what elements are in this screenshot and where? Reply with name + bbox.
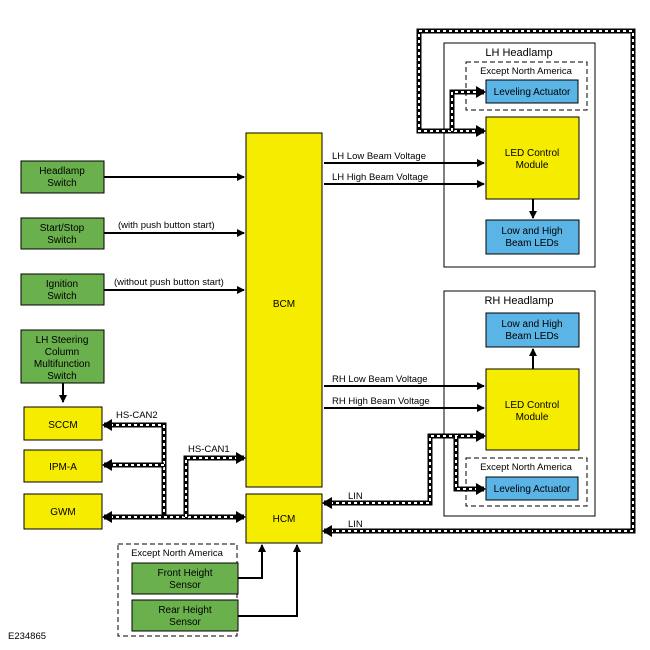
- push-button-label: (with push button start): [118, 220, 215, 231]
- lh-low-beam-label: LH Low Beam Voltage: [332, 151, 426, 162]
- lh-high-beam-label: LH High Beam Voltage: [332, 172, 428, 183]
- bus-lines: [104, 28, 636, 534]
- front-sensor-line1: Front Height: [157, 568, 212, 579]
- lh-region-frame: [465, 61, 588, 111]
- lin-rh-label: LIN: [348, 491, 363, 502]
- bcm-label: BCM: [273, 299, 295, 310]
- rear-sensor-line1: Rear Height: [158, 605, 212, 616]
- hcm-module: HCM: [245, 493, 323, 544]
- steering-column-switch: LH Steering Column Multifunction Switch: [20, 329, 105, 384]
- rh-control-line1: LED Control: [505, 400, 559, 411]
- gwm-module: GWM: [23, 493, 103, 530]
- lh-leveling-actuator: Leveling Actuator: [485, 79, 579, 104]
- rh-high-beam-label: RH High Beam Voltage: [332, 396, 430, 407]
- lin-lh-label: LIN: [348, 519, 363, 530]
- lh-headlamp-title: LH Headlamp: [485, 47, 552, 59]
- rh-beam-leds: Low and High Beam LEDs: [485, 312, 580, 348]
- lh-leds-line1: Low and High: [501, 226, 562, 237]
- rh-leveling-actuator: Leveling Actuator: [485, 476, 579, 501]
- bus-arrowheads: [102, 86, 486, 537]
- steering-switch-line3: Multifunction: [34, 359, 90, 370]
- lh-headlamp-frame: [443, 42, 596, 268]
- bcm-module: BCM: [245, 132, 323, 488]
- gwm-label: GWM: [50, 507, 76, 518]
- rh-control-line2: Module: [516, 412, 549, 423]
- steering-switch-line2: Column: [45, 347, 79, 358]
- sccm-module: SCCM: [23, 406, 103, 441]
- lh-leds-line2: Beam LEDs: [505, 238, 558, 249]
- ignition-switch-line1: Ignition: [46, 279, 78, 290]
- front-height-sensor: Front Height Sensor: [131, 562, 239, 595]
- ignition-switch: Ignition Switch: [20, 273, 105, 306]
- start-stop-switch: Start/Stop Switch: [20, 217, 105, 250]
- ipma-label: IPM-A: [49, 462, 77, 473]
- hs-can2-label: HS-CAN2: [116, 410, 158, 421]
- rh-led-control-module: LED Control Module: [485, 368, 580, 451]
- rh-low-beam-label: RH Low Beam Voltage: [332, 374, 428, 385]
- no-push-button-label: (without push button start): [114, 277, 224, 288]
- rh-leds-line1: Low and High: [501, 319, 562, 330]
- hs-can1-label: HS-CAN1: [188, 444, 230, 455]
- rh-region-frame: [465, 457, 588, 507]
- headlamp-switch-line2: Switch: [47, 178, 76, 189]
- wires: [59, 159, 537, 617]
- sensors-region-label: Except North America: [131, 548, 224, 559]
- sccm-label: SCCM: [48, 420, 77, 431]
- steering-switch-line1: LH Steering: [36, 335, 89, 346]
- lh-actuator-label: Leveling Actuator: [494, 87, 571, 98]
- rh-region-label: Except North America: [480, 462, 573, 473]
- rh-headlamp-frame: [443, 290, 596, 517]
- lh-region-label: Except North America: [480, 66, 573, 77]
- rh-headlamp-title: RH Headlamp: [484, 295, 553, 307]
- front-sensor-line2: Sensor: [169, 580, 201, 591]
- steering-switch-line4: Switch: [47, 371, 76, 382]
- headlamp-switch-line1: Headlamp: [39, 166, 85, 177]
- rh-leds-line2: Beam LEDs: [505, 331, 558, 342]
- rear-sensor-line2: Sensor: [169, 617, 201, 628]
- start-stop-switch-line1: Start/Stop: [40, 223, 85, 234]
- lh-control-line2: Module: [516, 160, 549, 171]
- rear-height-sensor: Rear Height Sensor: [131, 599, 239, 632]
- lh-beam-leds: Low and High Beam LEDs: [485, 219, 580, 255]
- start-stop-switch-line2: Switch: [47, 235, 76, 246]
- ipma-module: IPM-A: [23, 449, 103, 483]
- ignition-switch-line2: Switch: [47, 291, 76, 302]
- lh-control-line1: LED Control: [505, 148, 559, 159]
- figure-id: E234865: [8, 631, 46, 642]
- headlamp-switch: Headlamp Switch: [20, 160, 105, 194]
- lh-led-control-module: LED Control Module: [485, 116, 580, 200]
- rh-actuator-label: Leveling Actuator: [494, 484, 571, 495]
- hcm-label: HCM: [273, 514, 296, 525]
